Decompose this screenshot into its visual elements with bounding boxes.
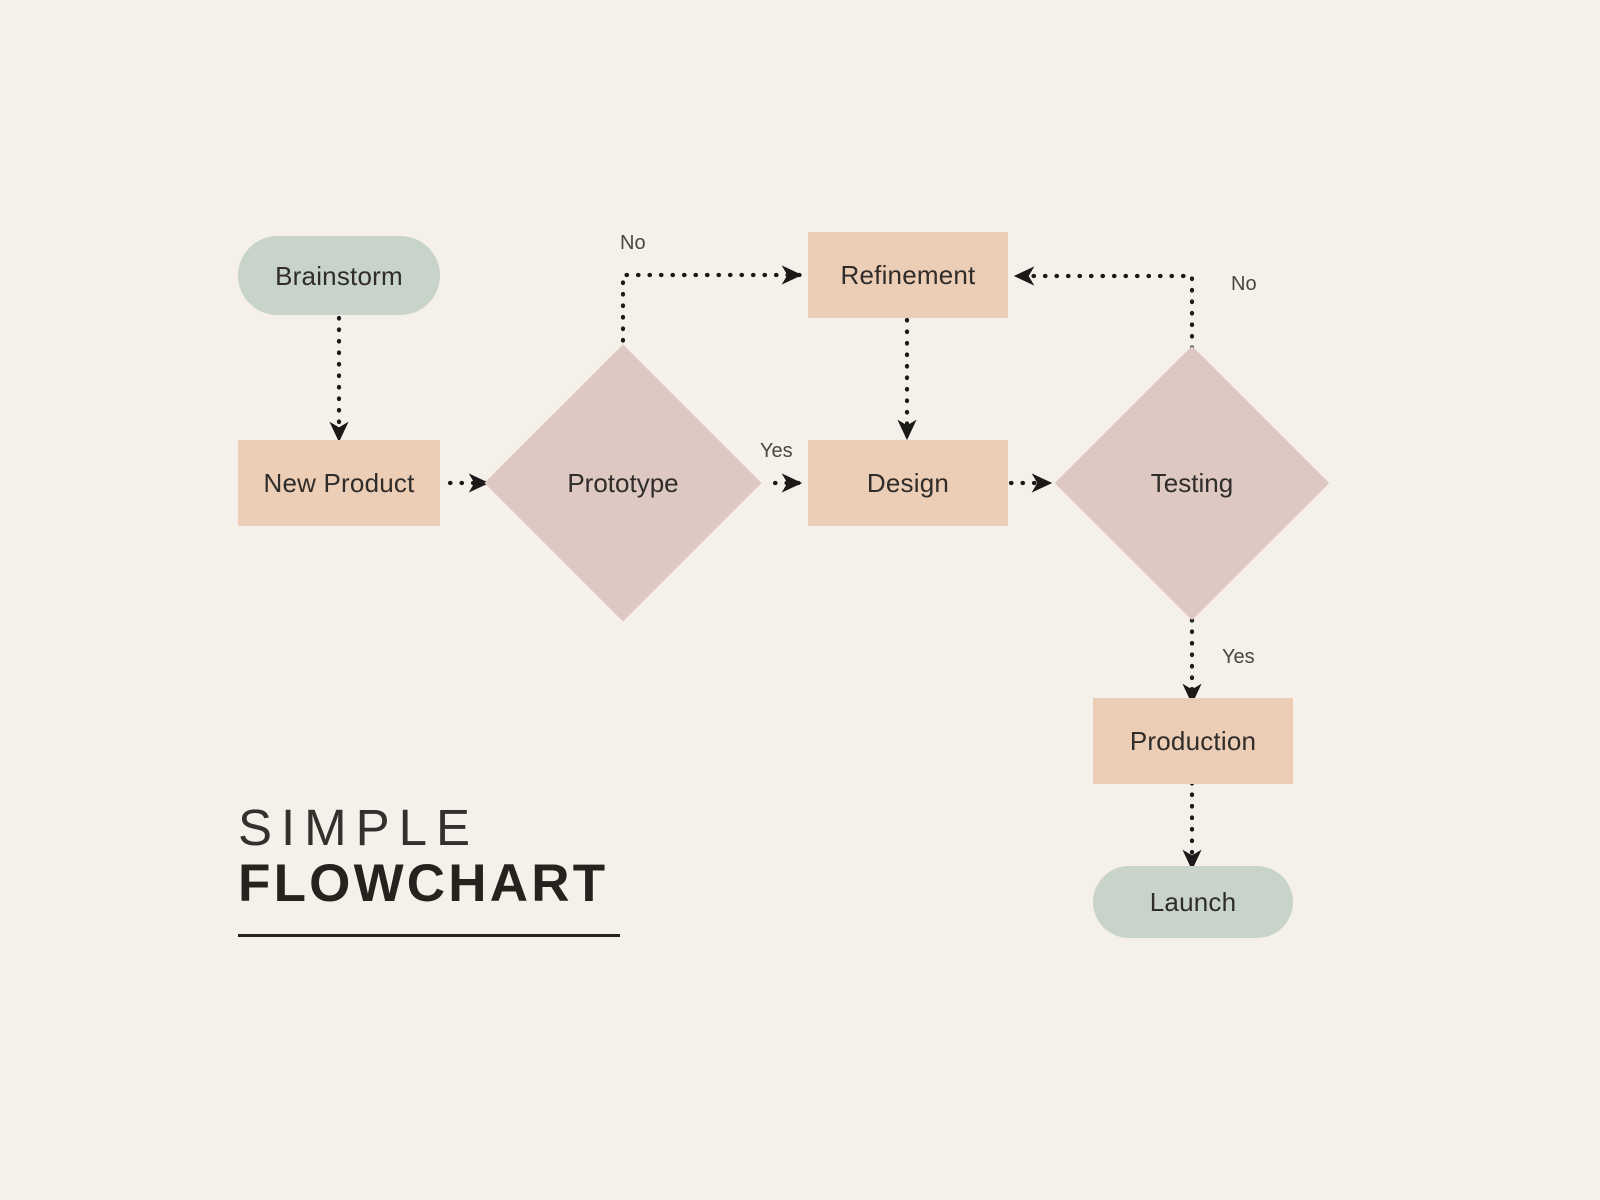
- node-refinement-label: Refinement: [840, 260, 976, 290]
- node-design-label: Design: [866, 468, 950, 498]
- title-underline: [238, 934, 620, 938]
- edge-prototype-no-refinement: [620, 265, 803, 355]
- title-line-flowchart: FLOWCHART: [238, 854, 609, 914]
- node-new-product-label: New Product: [263, 468, 415, 498]
- edge-label-prototype-no: No: [620, 232, 646, 254]
- title-block: SIMPLE FLOWCHART: [238, 799, 638, 938]
- node-new-product[interactable]: New Product: [238, 440, 440, 526]
- edge-testing-no-refinement: [1013, 266, 1195, 351]
- title-line-simple: SIMPLE: [238, 799, 480, 856]
- node-refinement[interactable]: Refinement: [808, 232, 1008, 318]
- node-production-label: Production: [1129, 726, 1257, 756]
- node-brainstorm-label: Brainstorm: [275, 260, 403, 291]
- edge-label-testing-no: No: [1231, 273, 1257, 295]
- node-launch-label: Launch: [1149, 887, 1237, 917]
- node-brainstorm[interactable]: Brainstorm: [238, 236, 440, 315]
- edge-label-prototype-yes: Yes: [760, 440, 793, 462]
- node-production[interactable]: Production: [1093, 698, 1293, 784]
- node-testing[interactable]: Testing: [1054, 345, 1330, 621]
- edge-label-testing-yes: Yes: [1222, 646, 1255, 668]
- node-prototype[interactable]: Prototype: [484, 344, 762, 622]
- node-prototype-label: Prototype: [567, 468, 679, 498]
- node-design[interactable]: Design: [808, 440, 1008, 526]
- node-launch[interactable]: Launch: [1093, 866, 1293, 938]
- node-testing-label: Testing: [1150, 468, 1234, 498]
